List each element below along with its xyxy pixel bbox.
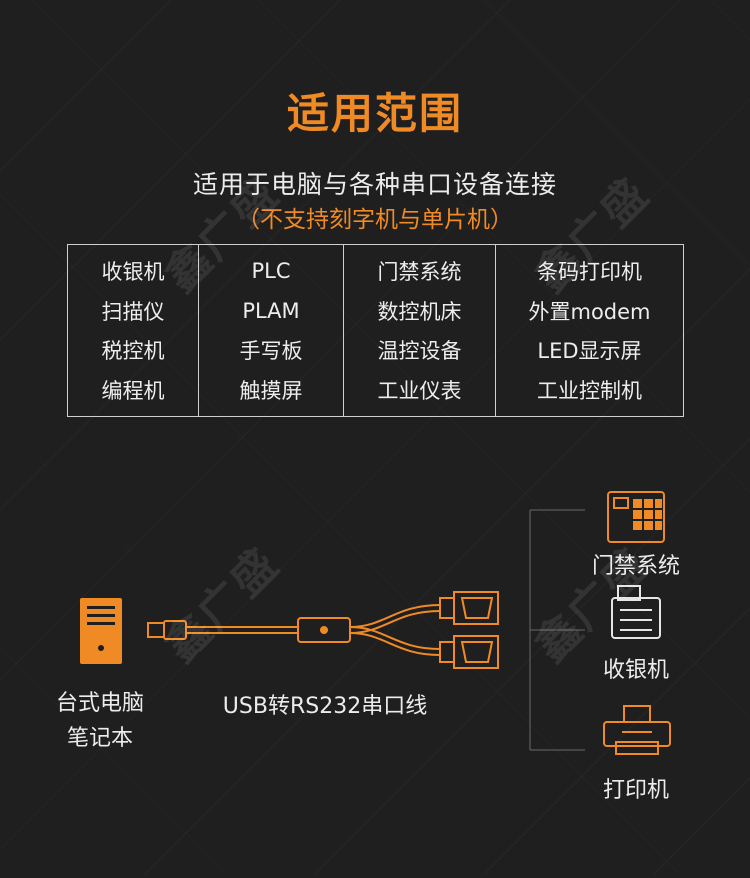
table-cell: LED显示屏 xyxy=(495,330,684,371)
table-cell: 工业控制机 xyxy=(495,370,684,417)
table-cell: 外置modem xyxy=(495,290,684,331)
table-row: 扫描仪 PLAM 数控机床 外置modem xyxy=(67,290,684,331)
page-subtitle: 适用于电脑与各种串口设备连接 xyxy=(192,170,557,199)
table-cell: 编程机 xyxy=(67,370,199,417)
table-row: 收银机 PLC 门禁系统 条码打印机 xyxy=(67,244,684,291)
db9-connector-icon xyxy=(439,591,499,669)
page-title: 适用范围 xyxy=(286,89,463,138)
device-label-printer: 打印机 xyxy=(602,778,669,803)
table-row: 税控机 手写板 温控设备 LED显示屏 xyxy=(67,330,684,371)
table-row: 编程机 触摸屏 工业仪表 工业控制机 xyxy=(67,370,684,417)
table-cell: 扫描仪 xyxy=(67,290,199,331)
table-cell: 触摸屏 xyxy=(198,370,344,417)
table-cell: PLC xyxy=(198,244,344,291)
device-table: 收银机 PLC 门禁系统 条码打印机 扫描仪 PLAM 数控机床 外置modem… xyxy=(67,244,684,417)
table-cell: PLAM xyxy=(198,290,344,331)
cash-register-icon xyxy=(611,585,661,639)
usb-plug-icon xyxy=(147,620,187,640)
computer-label: 台式电脑 xyxy=(55,691,144,716)
table-cell: 手写板 xyxy=(198,330,344,371)
device-label-access-control: 门禁系统 xyxy=(591,554,680,579)
table-cell: 税控机 xyxy=(67,330,199,371)
diagram-graphic xyxy=(80,491,671,755)
access-control-icon xyxy=(607,491,665,543)
exclusion-note: （不支持刻字机与单片机） xyxy=(237,207,513,233)
table-cell: 条码打印机 xyxy=(495,244,684,291)
table-cell: 工业仪表 xyxy=(343,370,496,417)
connection-diagram: 台式电脑 笔记本 USB转RS232串口线 门禁系统 收银机 打印机 xyxy=(0,480,750,874)
table-cell: 收银机 xyxy=(67,244,199,291)
printer-icon xyxy=(603,705,671,755)
table-cell: 门禁系统 xyxy=(343,244,496,291)
table-cell: 数控机床 xyxy=(343,290,496,331)
laptop-label: 笔记本 xyxy=(66,726,133,751)
branch-lines xyxy=(529,509,585,751)
table-cell: 温控设备 xyxy=(343,330,496,371)
cable-label: USB转RS232串口线 xyxy=(222,694,428,719)
cable-line xyxy=(186,604,441,656)
desktop-computer-icon xyxy=(80,598,122,664)
device-label-cash-register: 收银机 xyxy=(602,658,669,683)
